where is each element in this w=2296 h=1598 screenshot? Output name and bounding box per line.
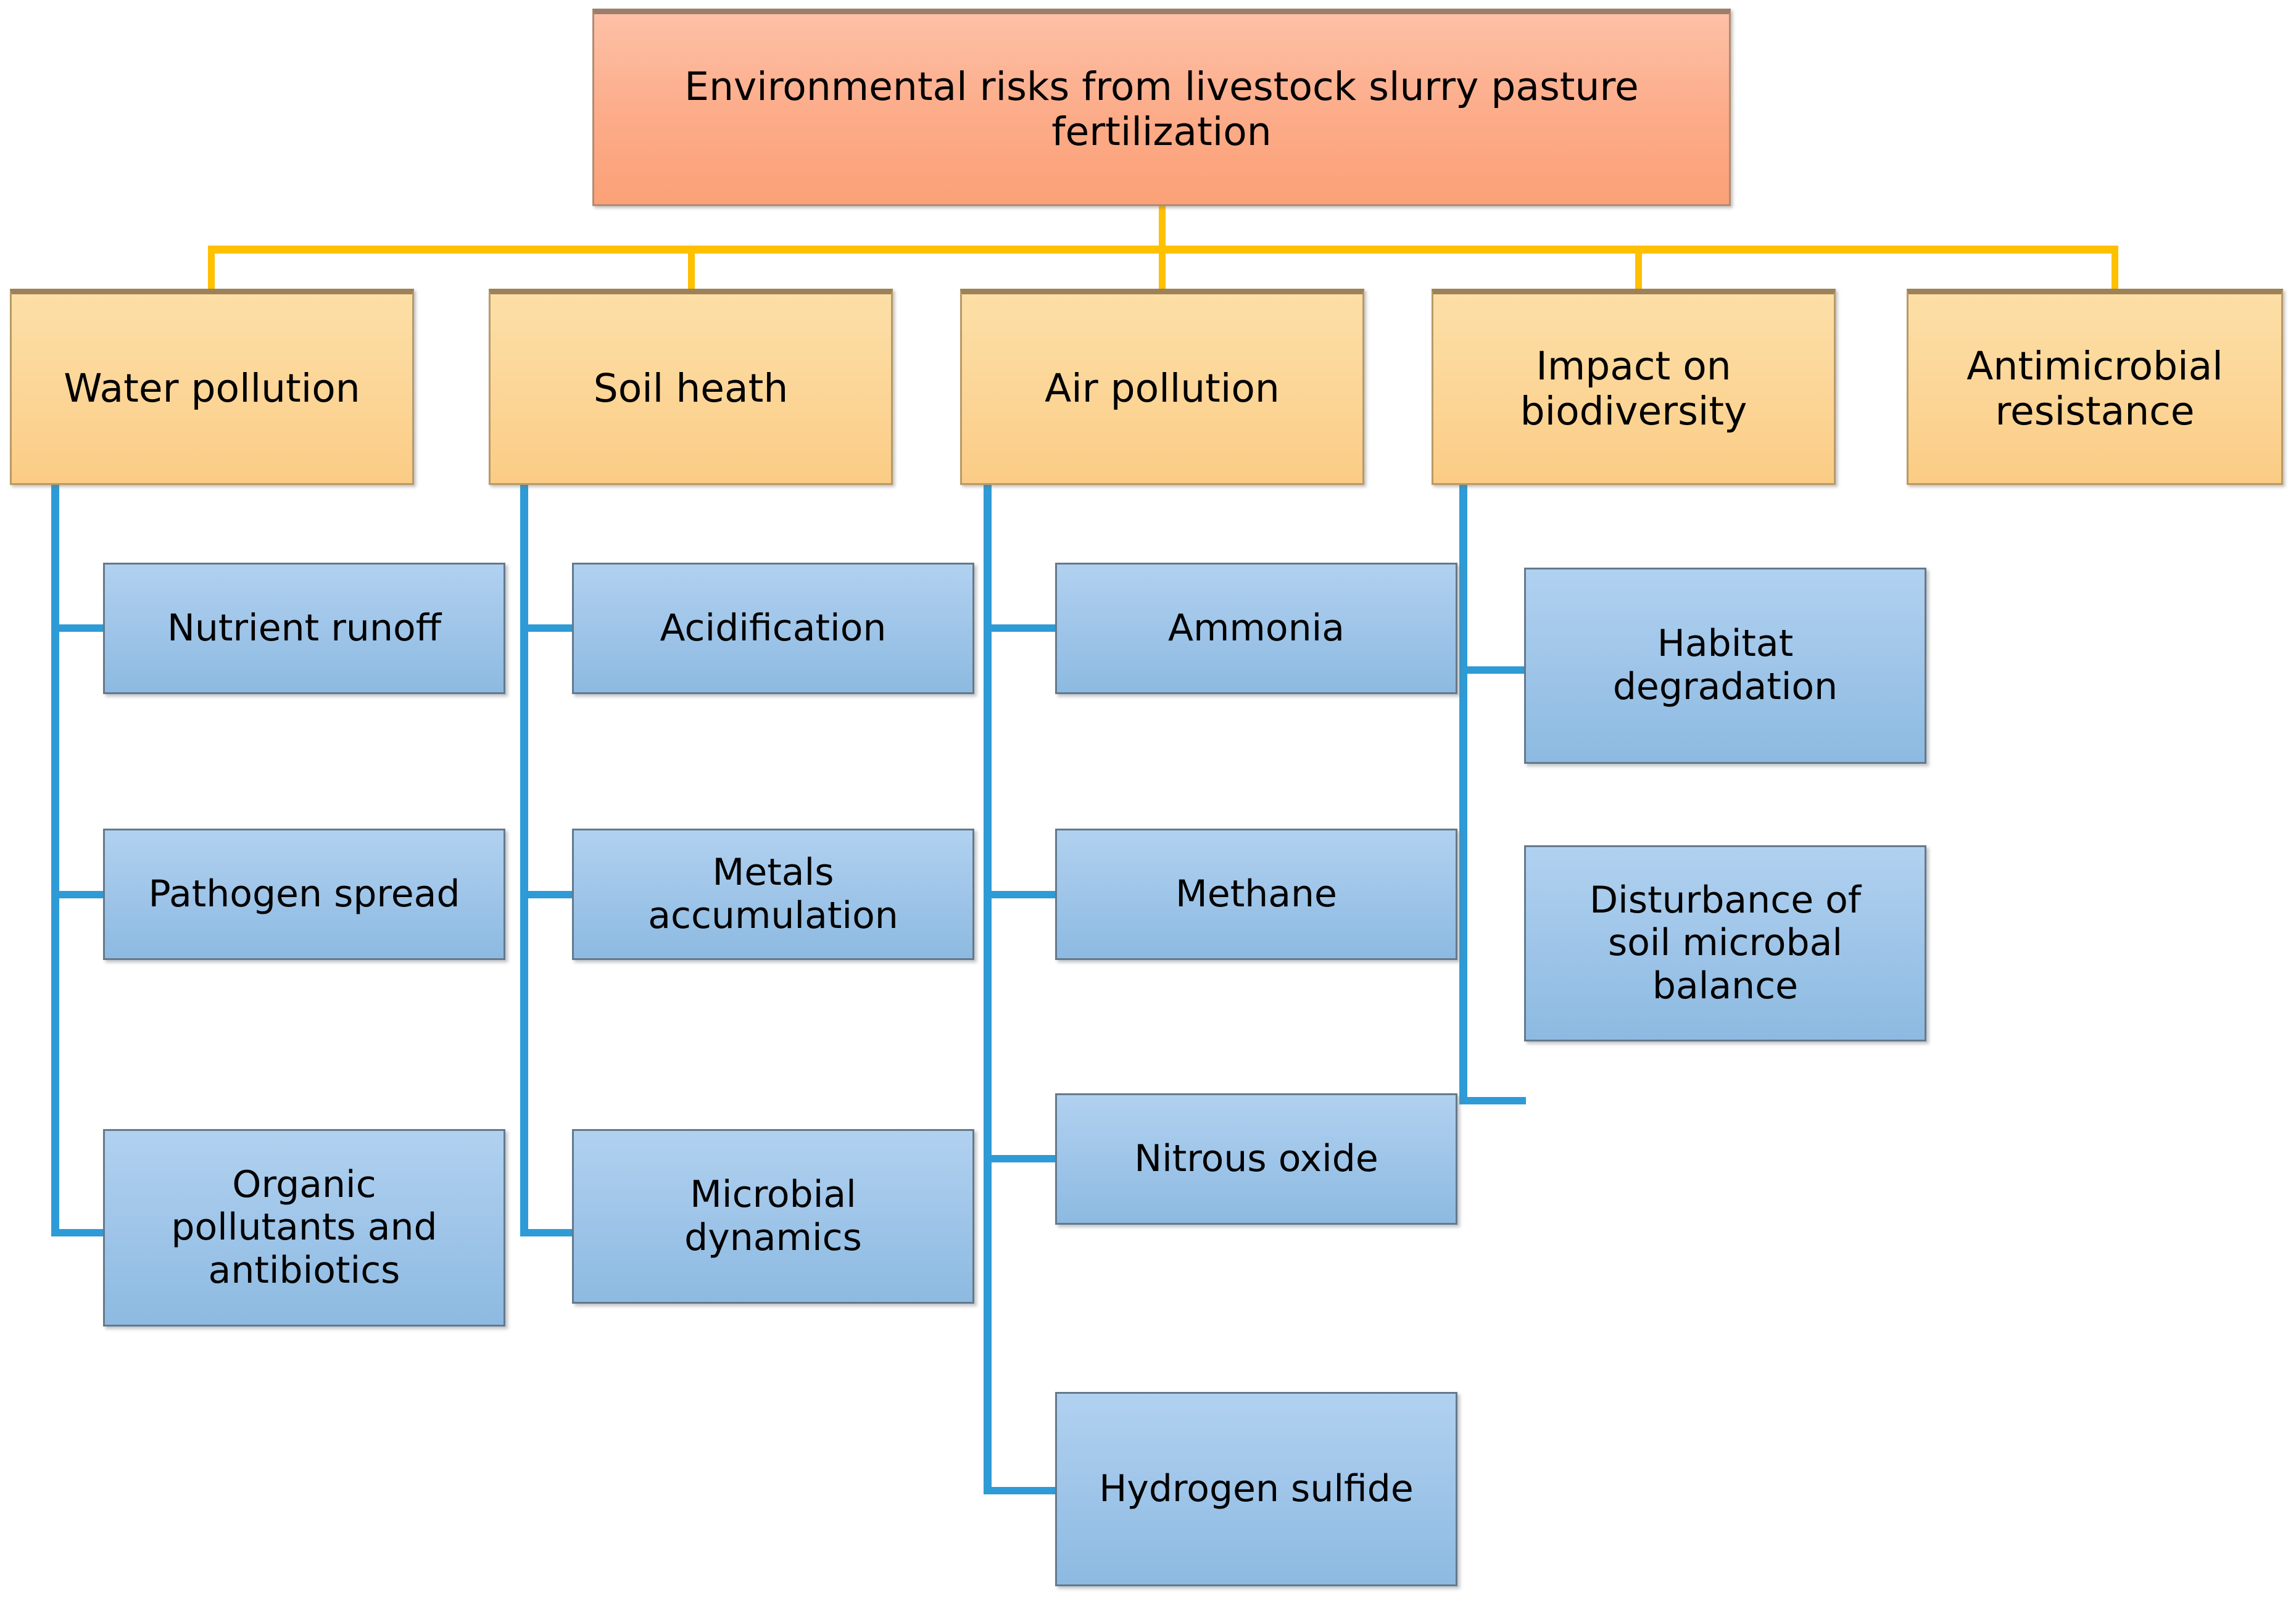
node-category-soil-heath-label: Soil heath (593, 366, 789, 412)
connector-branch-organic-pollutants-and-antibiotics (51, 1229, 104, 1236)
node-root[interactable]: Environmental risks from livestock slurr… (592, 9, 1731, 206)
node-category-impact-on-biodiversity[interactable]: Impact on biodiversity (1432, 289, 1836, 485)
node-leaf-disturbance-of-soil-microbal-balance-label: Disturbance of soil microbal balance (1589, 878, 1862, 1008)
node-leaf-methane[interactable]: Methane (1055, 829, 1457, 960)
node-category-soil-heath[interactable]: Soil heath (489, 289, 893, 485)
node-leaf-habitat-degradation-label: Habitat degradation (1612, 622, 1838, 708)
connector-branch-microbial-dynamics (520, 1229, 573, 1236)
node-category-impact-on-biodiversity-label: Impact on biodiversity (1520, 343, 1747, 434)
connector-trunk-air-pollution (984, 482, 992, 1494)
node-leaf-organic-pollutants-and-antibiotics[interactable]: Organic pollutants and antibiotics (103, 1129, 505, 1327)
connector-drop-water-pollution (208, 246, 215, 292)
node-leaf-nitrous-oxide[interactable]: Nitrous oxide (1055, 1093, 1457, 1225)
connector-branch-ammonia (984, 624, 1056, 632)
connector-branch-nutrient-runoff (51, 624, 104, 632)
connector-branch-nitrous-oxide (984, 1155, 1056, 1162)
node-category-air-pollution-label: Air pollution (1045, 366, 1280, 412)
node-leaf-microbial-dynamics-label: Microbial dynamics (684, 1172, 862, 1259)
node-leaf-pathogen-spread[interactable]: Pathogen spread (103, 829, 505, 960)
connector-branch-habitat-degradation (1459, 666, 1526, 674)
node-leaf-microbial-dynamics[interactable]: Microbial dynamics (572, 1129, 974, 1304)
node-leaf-nutrient-runoff[interactable]: Nutrient runoff (103, 563, 505, 694)
node-leaf-nitrous-oxide-label: Nitrous oxide (1134, 1136, 1378, 1180)
node-leaf-ammonia[interactable]: Ammonia (1055, 563, 1457, 694)
node-leaf-pathogen-spread-label: Pathogen spread (148, 872, 460, 916)
connector-branch-hydrogen-sulfide (984, 1487, 1056, 1494)
connector-trunk-impact-on-biodiversity (1459, 482, 1467, 1104)
node-leaf-metals-accumulation[interactable]: Metals accumulation (572, 829, 974, 960)
connector-branch-disturbance-of-soil-microbal-balance (1459, 1097, 1526, 1104)
node-category-antimicrobial-resistance[interactable]: Antimicrobial resistance (1907, 289, 2283, 485)
node-leaf-acidification-label: Acidification (660, 606, 887, 650)
node-leaf-disturbance-of-soil-microbal-balance[interactable]: Disturbance of soil microbal balance (1524, 845, 1926, 1041)
node-root-label: Environmental risks from livestock slurr… (684, 64, 1639, 154)
node-leaf-methane-label: Methane (1175, 872, 1337, 916)
node-leaf-habitat-degradation[interactable]: Habitat degradation (1524, 568, 1926, 764)
node-leaf-acidification[interactable]: Acidification (572, 563, 974, 694)
node-leaf-hydrogen-sulfide-label: Hydrogen sulfide (1099, 1467, 1414, 1510)
node-category-water-pollution[interactable]: Water pollution (10, 289, 414, 485)
connector-drop-impact-on-biodiversity (1635, 246, 1642, 292)
connector-root-stem (1159, 204, 1166, 252)
connector-branch-methane (984, 891, 1056, 898)
node-leaf-metals-accumulation-label: Metals accumulation (648, 850, 898, 937)
node-category-antimicrobial-resistance-label: Antimicrobial resistance (1967, 343, 2223, 434)
connector-trunk-soil-heath (520, 482, 528, 1236)
node-category-water-pollution-label: Water pollution (64, 366, 360, 412)
connector-branch-pathogen-spread (51, 891, 104, 898)
node-leaf-hydrogen-sulfide[interactable]: Hydrogen sulfide (1055, 1392, 1457, 1586)
connector-drop-soil-heath (688, 246, 695, 292)
node-leaf-nutrient-runoff-label: Nutrient runoff (167, 606, 442, 650)
node-leaf-organic-pollutants-and-antibiotics-label: Organic pollutants and antibiotics (171, 1162, 437, 1292)
connector-trunk-water-pollution (51, 482, 59, 1236)
node-category-air-pollution[interactable]: Air pollution (960, 289, 1364, 485)
connector-branch-acidification (520, 624, 573, 632)
connector-drop-air-pollution (1159, 246, 1166, 292)
node-leaf-ammonia-label: Ammonia (1167, 606, 1345, 650)
connector-drop-antimicrobial-resistance (2112, 246, 2118, 292)
connector-branch-metals-accumulation (520, 891, 573, 898)
